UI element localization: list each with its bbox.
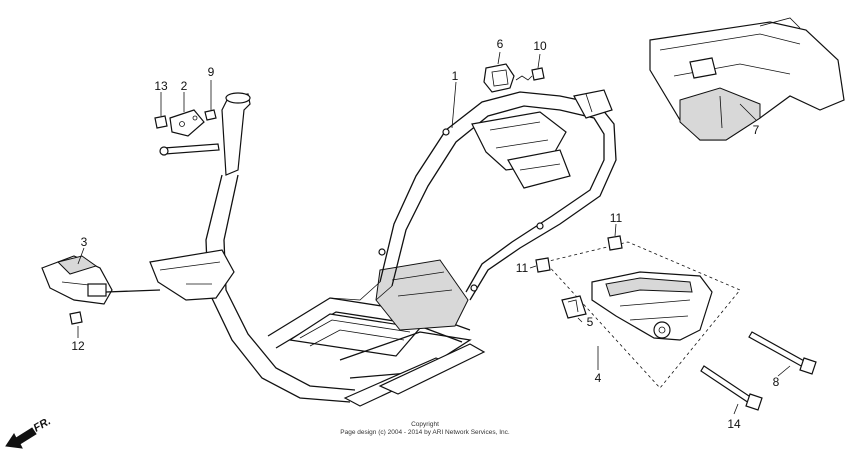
leader-5 <box>577 317 583 323</box>
callout-12: 12 <box>71 339 85 353</box>
leader-1 <box>451 81 457 129</box>
callout-1: 1 <box>452 69 459 83</box>
leader-11a <box>614 223 617 237</box>
copyright-line-2: Page design (c) 2004 - 2014 by ARI Netwo… <box>340 429 510 436</box>
plate-bracket <box>169 109 205 137</box>
callout-3: 3 <box>81 235 88 249</box>
collar-nut <box>607 235 623 251</box>
callout-4: 4 <box>595 371 602 385</box>
nut-10 <box>515 67 545 81</box>
front-direction-label: FR. <box>32 415 53 434</box>
callout-11b: 11 <box>516 261 529 275</box>
head-pipe-bolt <box>163 143 220 155</box>
nut-13 <box>154 115 168 129</box>
small-bolt <box>204 109 217 121</box>
leader-3 <box>77 247 85 265</box>
hanger-assembly <box>591 271 713 341</box>
callout-9: 9 <box>208 65 215 79</box>
callout-5: 5 <box>587 315 594 329</box>
bolt-14 <box>700 365 763 411</box>
callout-10: 10 <box>533 39 547 53</box>
callout-11a: 11 <box>610 211 623 225</box>
hanger-group-box <box>544 241 741 389</box>
collar-nut-2 <box>535 257 551 273</box>
leader-6 <box>497 51 501 65</box>
callout-6: 6 <box>497 37 504 51</box>
copyright-line-1: Copyright <box>411 421 439 428</box>
callout-8: 8 <box>773 375 780 389</box>
clamp <box>483 63 515 93</box>
callout-13: 13 <box>154 79 168 93</box>
leader-7 <box>739 103 757 121</box>
bracket-assembly <box>41 255 161 305</box>
callout-7: 7 <box>753 123 760 137</box>
callout-2: 2 <box>181 79 188 93</box>
leader-14 <box>733 403 739 415</box>
long-bolt <box>748 331 817 375</box>
bushing-rubber <box>561 295 587 319</box>
rear-fender <box>649 17 845 141</box>
front-direction-arrow-icon <box>5 427 37 449</box>
callout-14: 14 <box>727 417 741 431</box>
leader-11b <box>529 265 537 269</box>
leader-10 <box>537 53 541 69</box>
leader-8 <box>777 365 791 377</box>
frame-body <box>149 89 617 407</box>
nut-12 <box>69 311 83 325</box>
